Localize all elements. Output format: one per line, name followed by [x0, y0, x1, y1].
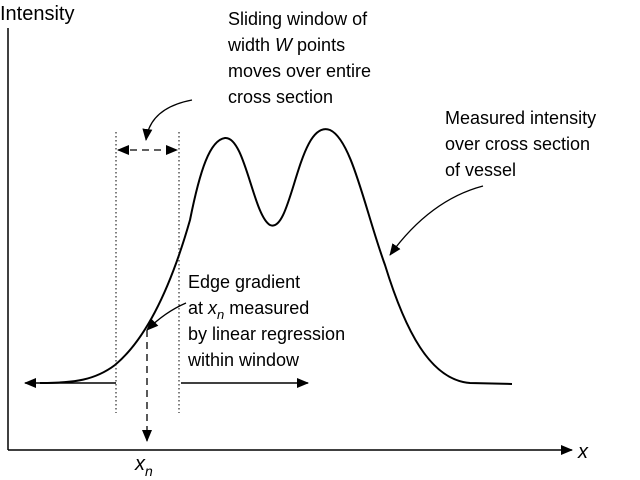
svg-text:within window: within window — [187, 350, 300, 370]
sliding-window-pointer — [142, 99, 193, 141]
svg-text:Sliding window of: Sliding window of — [228, 9, 368, 29]
svg-text:over cross section: over cross section — [445, 134, 590, 154]
edge-gradient-pointer — [146, 302, 187, 331]
edge-gradient-annotation: Edge gradient at xn measured by linear r… — [187, 272, 345, 370]
x-axis-label: x — [577, 441, 589, 463]
svg-text:by linear regression: by linear regression — [188, 324, 345, 344]
sliding-window-annotation: Sliding window of width W points moves o… — [227, 9, 371, 107]
y-axis-label: Intensity — [0, 3, 74, 25]
svg-text:width W points: width W points — [227, 35, 345, 55]
measured-intensity-pointer — [389, 185, 484, 256]
intensity-curve — [39, 128, 513, 385]
measured-intensity-annotation: Measured intensity over cross section of… — [445, 108, 596, 180]
svg-text:Measured intensity: Measured intensity — [445, 108, 596, 128]
xn-label: xn — [134, 453, 153, 479]
svg-text:Edge gradient: Edge gradient — [188, 272, 300, 292]
svg-text:at xn measured: at xn measured — [188, 298, 309, 322]
svg-text:moves over entire: moves over entire — [228, 61, 371, 81]
svg-text:of vessel: of vessel — [445, 160, 516, 180]
svg-text:cross section: cross section — [228, 87, 333, 107]
